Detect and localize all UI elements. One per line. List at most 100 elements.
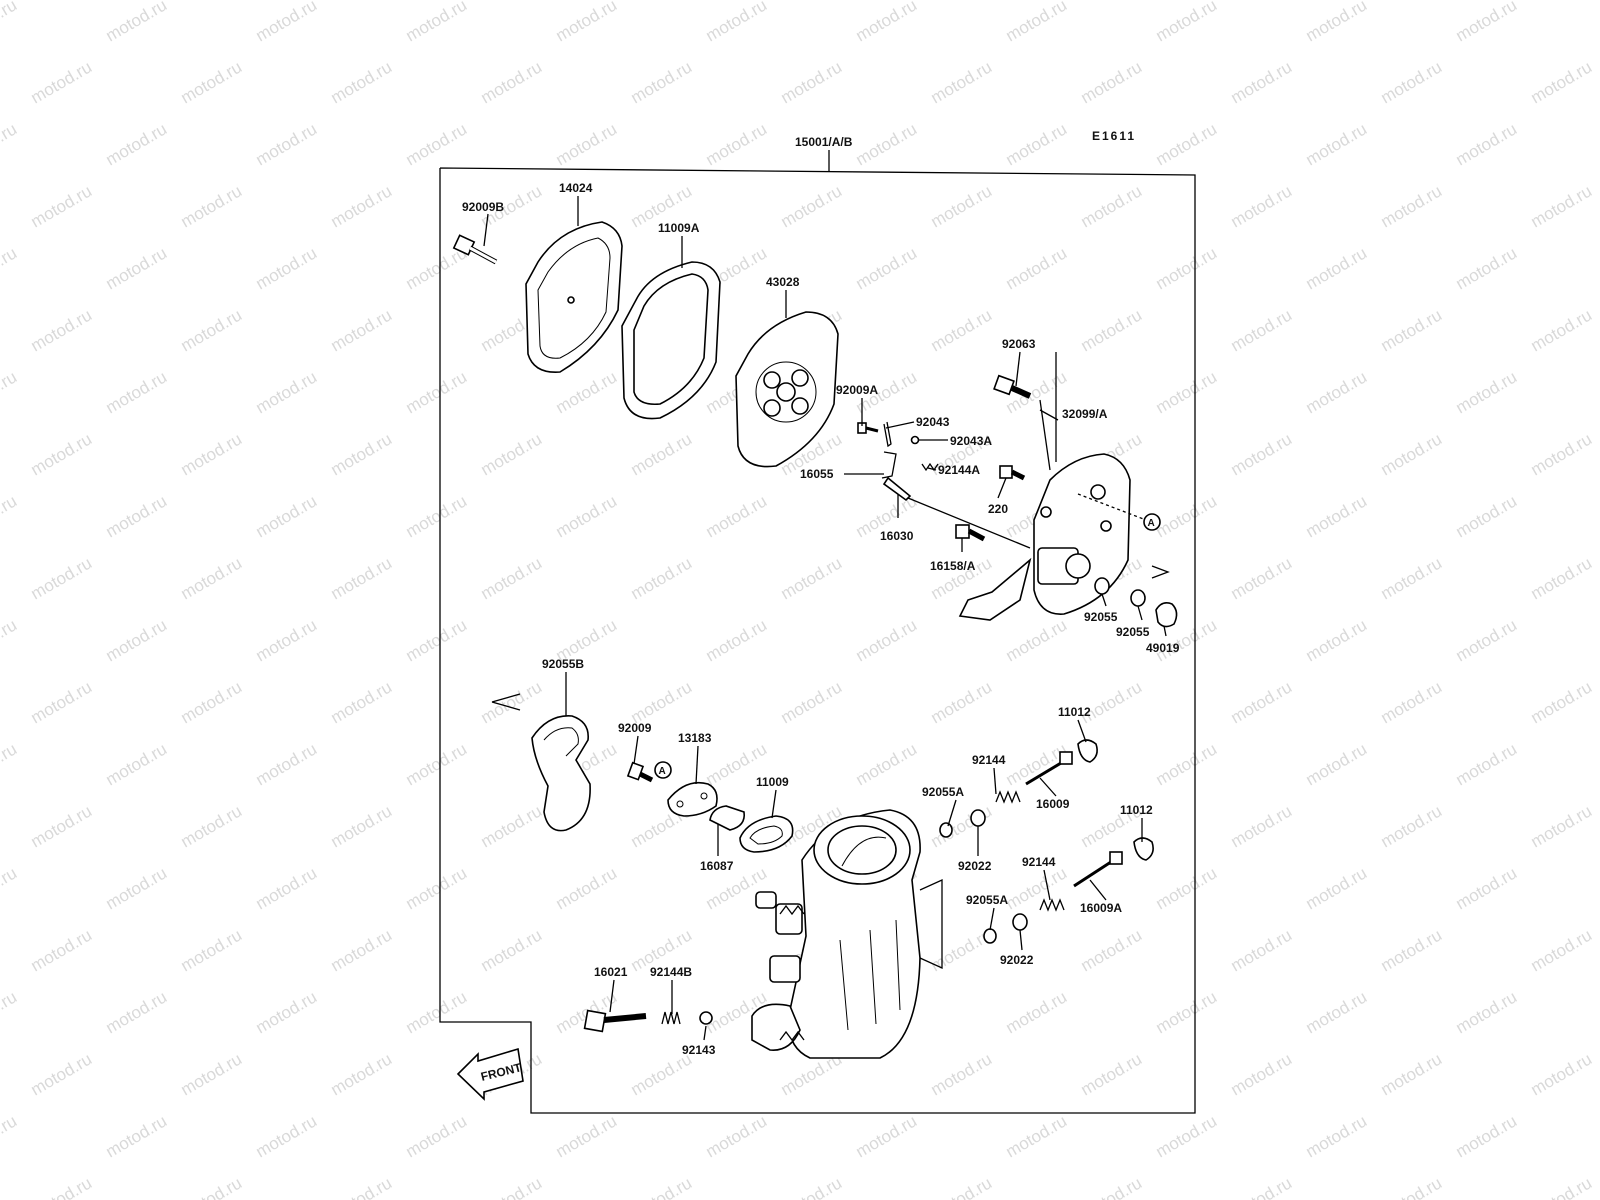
watermark-text: motod.ru: [853, 739, 921, 789]
watermark-text: motod.ru: [28, 925, 96, 975]
watermark-text: motod.ru: [628, 677, 696, 727]
part-label-11012-lower: 11012: [1120, 803, 1153, 817]
watermark-text: motod.ru: [0, 739, 20, 789]
watermark-text: motod.ru: [703, 1111, 771, 1161]
part-label-92143: 92143: [682, 1043, 716, 1057]
watermark-text: motod.ru: [178, 181, 246, 231]
watermark-text: motod.ru: [0, 367, 20, 417]
part-label-11009A: 11009A: [658, 221, 700, 235]
watermark-text: motod.ru: [853, 243, 921, 293]
plate-13183: [667, 781, 718, 817]
watermark-text: motod.ru: [328, 429, 396, 479]
part-label-13183: 13183: [678, 731, 712, 745]
watermark-text: motod.ru: [928, 1173, 996, 1200]
watermark-text: motod.ru: [253, 739, 321, 789]
watermark-text: motod.ru: [103, 863, 171, 913]
watermark-text: motod.ru: [328, 181, 396, 231]
watermark-text: motod.ru: [1378, 181, 1446, 231]
watermark-text: motod.ru: [403, 119, 471, 169]
part-label-220: 220: [988, 502, 1008, 516]
watermark-text: motod.ru: [553, 863, 621, 913]
part-label-11009: 11009: [756, 775, 789, 789]
watermark-text: motod.ru: [1378, 801, 1446, 851]
watermark-text: motod.ru: [1153, 863, 1221, 913]
watermark-text: motod.ru: [403, 0, 471, 45]
needle-16009: [939, 739, 1098, 838]
watermark-text: motod.ru: [1153, 491, 1221, 541]
watermark-text: motod.ru: [553, 1111, 621, 1161]
watermark-text: motod.ru: [853, 615, 921, 665]
watermark-text: motod.ru: [1228, 677, 1296, 727]
watermark-text: motod.ru: [328, 677, 396, 727]
watermark-text: motod.ru: [403, 1111, 471, 1161]
watermark-text: motod.ru: [1528, 57, 1596, 107]
washers-92055-cap-49019: [1094, 577, 1178, 628]
watermark-text: motod.ru: [628, 1173, 696, 1200]
carburetor-body: [751, 809, 943, 1059]
watermark-text: motod.ru: [1078, 925, 1146, 975]
watermark-text: motod.ru: [1078, 57, 1146, 107]
watermark-text: motod.ru: [853, 119, 921, 169]
part-label-92144-upper: 92144: [972, 753, 1006, 767]
watermark-text: motod.ru: [478, 677, 546, 727]
part-label-92055-b: 92055: [1116, 625, 1150, 639]
watermark-text: motod.ru: [403, 739, 471, 789]
watermark-text: motod.ru: [778, 553, 846, 603]
watermark-text: motod.ru: [178, 553, 246, 603]
watermark-text: motod.ru: [28, 305, 96, 355]
watermark-text: motod.ru: [1528, 1049, 1596, 1099]
watermark-text: motod.ru: [553, 491, 621, 541]
watermark-text: motod.ru: [478, 553, 546, 603]
part-label-92043A: 92043A: [950, 434, 992, 448]
watermark-text: motod.ru: [1528, 429, 1596, 479]
watermark-text: motod.ru: [1228, 57, 1296, 107]
svg-text:A: A: [659, 766, 666, 777]
watermark-text: motod.ru: [1228, 925, 1296, 975]
watermark-text: motod.ru: [853, 1111, 921, 1161]
watermark-text: motod.ru: [1528, 801, 1596, 851]
pump-body-32099A: [958, 453, 1170, 621]
watermark-text: motod.ru: [103, 739, 171, 789]
watermark-text: motod.ru: [1453, 243, 1521, 293]
watermark-text: motod.ru: [328, 925, 396, 975]
watermark-text: motod.ru: [1528, 553, 1596, 603]
watermark-text: motod.ru: [1003, 119, 1071, 169]
watermark-text: motod.ru: [328, 305, 396, 355]
diaphragm-43028: [735, 311, 839, 468]
watermark-text: motod.ru: [1153, 119, 1221, 169]
watermark-text: motod.ru: [1003, 987, 1071, 1037]
watermark-text: motod.ru: [103, 367, 171, 417]
watermark-text: motod.ru: [28, 677, 96, 727]
watermark-text: motod.ru: [28, 801, 96, 851]
watermark-text: motod.ru: [0, 1111, 20, 1161]
part-label-16009A: 16009A: [1080, 901, 1122, 915]
watermark-text: motod.ru: [1453, 0, 1521, 45]
watermark-text: motod.ru: [1153, 739, 1221, 789]
watermark-text: motod.ru: [0, 987, 20, 1037]
watermark-text: motod.ru: [478, 57, 546, 107]
watermark-text: motod.ru: [1453, 987, 1521, 1037]
watermark-text: motod.ru: [0, 615, 20, 665]
screw-16021: [583, 1009, 713, 1033]
part-label-92009A: 92009A: [836, 383, 878, 397]
watermark-text: motod.ru: [28, 1049, 96, 1099]
part-label-92009: 92009: [618, 721, 652, 735]
watermark-text: motod.ru: [28, 553, 96, 603]
part-label-11012-upper: 11012: [1058, 705, 1091, 719]
watermark-text: motod.ru: [478, 1173, 546, 1200]
watermark-text: motod.ru: [1378, 305, 1446, 355]
watermark-text: motod.ru: [478, 925, 546, 975]
watermark-text: motod.ru: [1228, 553, 1296, 603]
part-label-43028: 43028: [766, 275, 800, 289]
part-label-16055: 16055: [800, 467, 834, 481]
watermark-text: motod.ru: [778, 1173, 846, 1200]
watermark-text: motod.ru: [178, 57, 246, 107]
watermark-text: motod.ru: [28, 429, 96, 479]
watermark-text: motod.ru: [1078, 305, 1146, 355]
watermark-text: motod.ru: [1378, 429, 1446, 479]
watermark-text: motod.ru: [1228, 181, 1296, 231]
watermark-text: motod.ru: [253, 243, 321, 293]
part-label-92144-lower: 92144: [1022, 855, 1056, 869]
watermark-text: motod.ru: [1453, 367, 1521, 417]
leader-lines: [483, 196, 1167, 1041]
